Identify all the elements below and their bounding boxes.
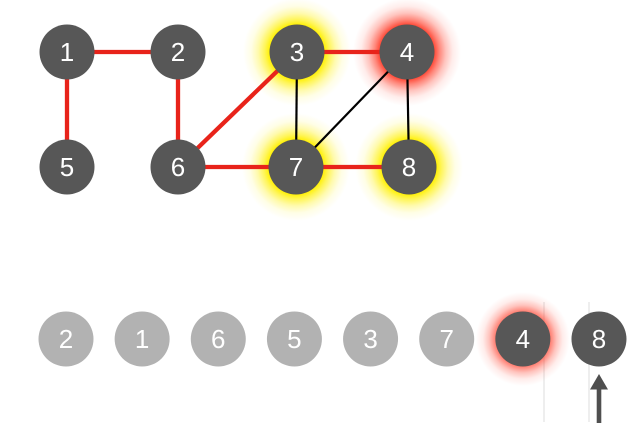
graph-node-label: 6 — [171, 152, 185, 182]
current-position-arrow — [590, 374, 608, 423]
sequence-node-3: 3 — [343, 311, 399, 367]
sequence-node-label: 7 — [439, 324, 453, 354]
sequence-node-label: 3 — [363, 324, 377, 354]
sequence-node-label: 1 — [135, 324, 149, 354]
graph-node-2[interactable]: 2 — [150, 24, 206, 80]
graph-node-1[interactable]: 1 — [39, 24, 95, 80]
graph-node-6[interactable]: 6 — [150, 139, 206, 195]
graph-node-4[interactable]: 4 — [379, 24, 435, 80]
sequence-node-label: 2 — [59, 324, 73, 354]
sequence-node-5: 5 — [266, 311, 322, 367]
sequence-node-1: 1 — [114, 311, 170, 367]
graph-node-label: 8 — [402, 152, 416, 182]
graph-node-7[interactable]: 7 — [268, 139, 324, 195]
sequence-node-7: 7 — [419, 311, 475, 367]
graph-node-label: 2 — [171, 37, 185, 67]
graph-node-label: 3 — [290, 37, 304, 67]
sequence-node-8: 8 — [571, 311, 627, 367]
graph-node-label: 7 — [289, 152, 303, 182]
sequence-node-2: 2 — [38, 311, 94, 367]
sequence-node-label: 6 — [211, 324, 225, 354]
sequence-node-4: 4 — [495, 311, 551, 367]
graph-node-label: 4 — [400, 37, 414, 67]
sequence-node-label: 4 — [516, 324, 530, 354]
graph-node-label: 1 — [60, 37, 74, 67]
sequence-node-label: 5 — [287, 324, 301, 354]
graph-node-8[interactable]: 8 — [381, 139, 437, 195]
sequence-node-6: 6 — [190, 311, 246, 367]
graph-node-3[interactable]: 3 — [269, 24, 325, 80]
graph-node-label: 5 — [60, 152, 74, 182]
graph-node-5[interactable]: 5 — [39, 139, 95, 195]
sequence-node-label: 8 — [592, 324, 606, 354]
graph-edge-6-3 — [176, 50, 299, 169]
